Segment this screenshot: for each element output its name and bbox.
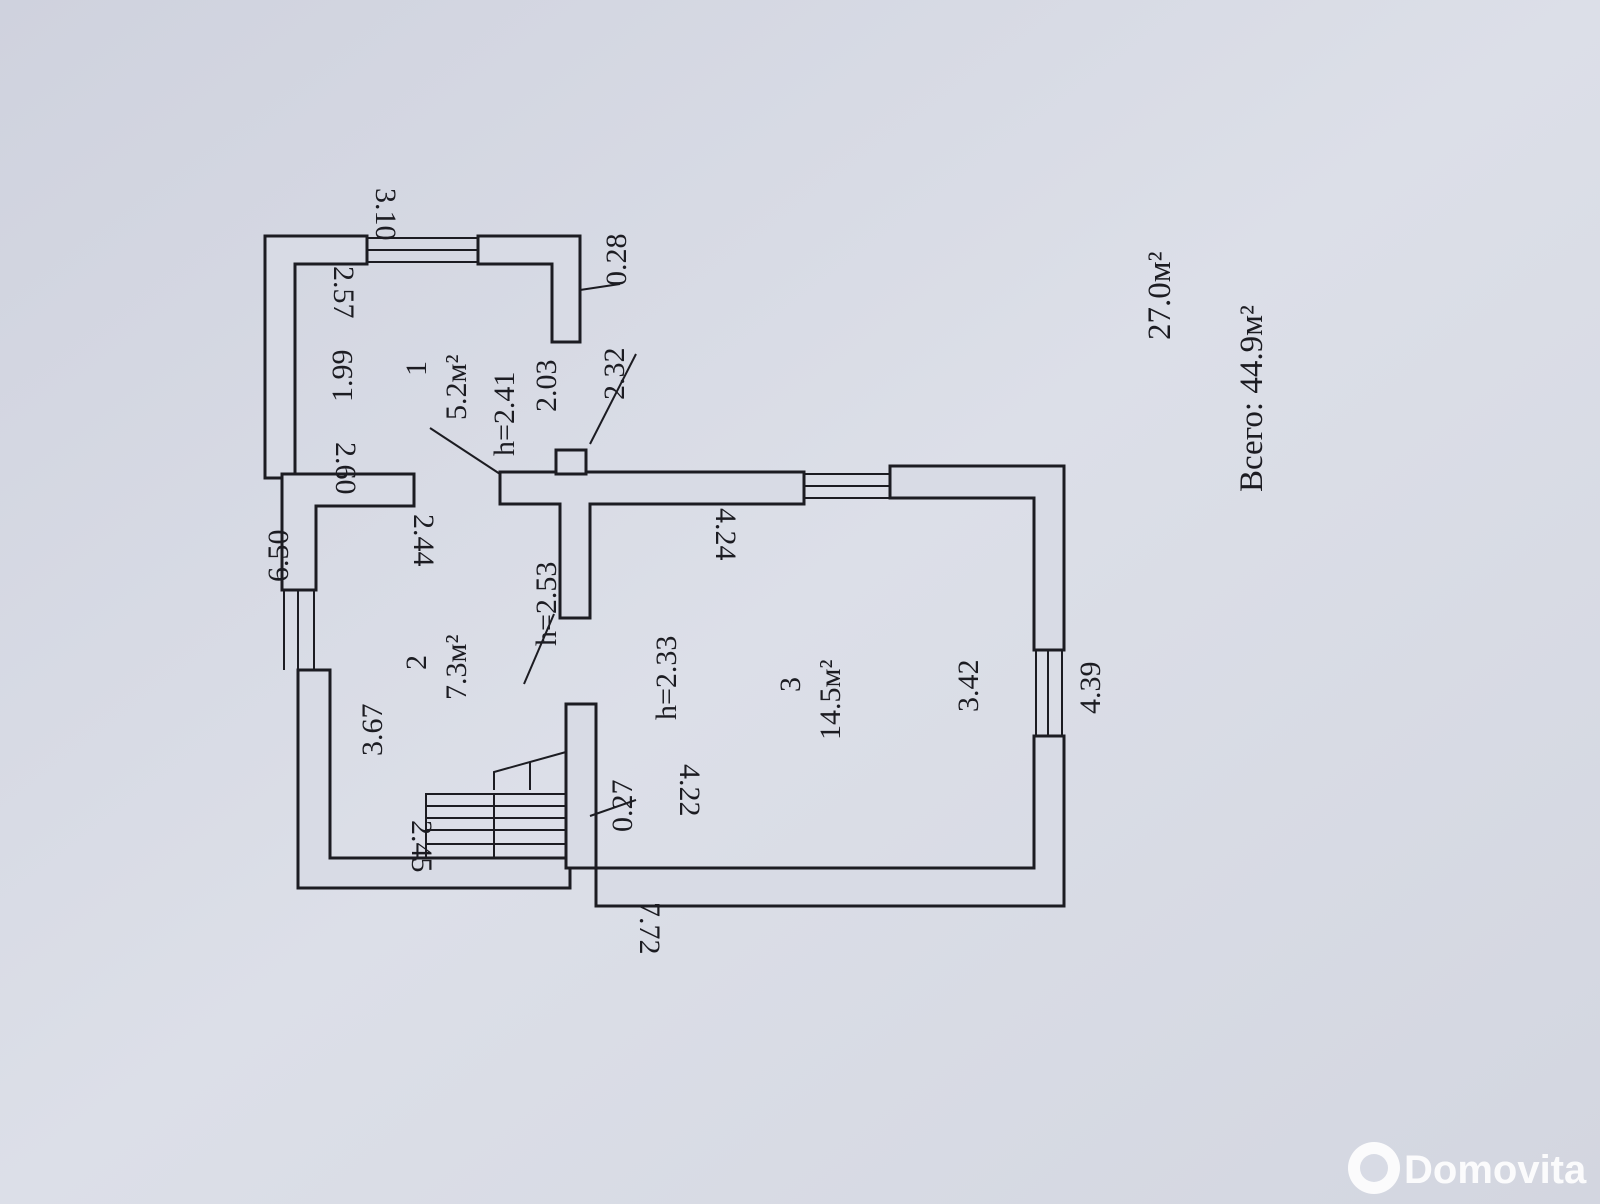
dim-2-45: 2.45 xyxy=(405,820,438,873)
outer-wall-left-upper xyxy=(263,234,369,480)
total-area: Всего: 44.9м² xyxy=(1234,305,1270,492)
dim-0-28: 0.28 xyxy=(600,234,633,287)
watermark-text: Domovita xyxy=(1404,1148,1587,1192)
outer-wall-left-lower xyxy=(280,472,416,592)
room-2-number: 2 xyxy=(400,655,433,670)
dim-4-24: 4.24 xyxy=(709,508,742,561)
outer-wall-room1-right xyxy=(476,234,582,344)
outer-wall-room3-bottom xyxy=(594,734,1066,908)
room-3-number: 3 xyxy=(774,677,807,692)
room-1-height: h=2.41 xyxy=(488,372,521,456)
room-2-area: 7.3м² xyxy=(440,635,473,700)
living-area-total: 27.0м² xyxy=(1142,251,1178,340)
room-1-number: 1 xyxy=(400,361,433,376)
labels: 6.50 3.67 1.99 2.57 3.10 0.28 1 5.2м² h=… xyxy=(262,188,1270,955)
windows xyxy=(283,237,1063,736)
dim-1-99: 1.99 xyxy=(326,350,359,403)
partition-wall-lower xyxy=(564,702,598,870)
dim-6-50: 6.50 xyxy=(262,530,295,583)
dim-2-03: 2.03 xyxy=(530,360,563,413)
dim-2-57: 2.57 xyxy=(327,266,360,319)
dim-7-72: 7.72 xyxy=(633,902,666,955)
room-1-area: 5.2м² xyxy=(440,355,473,420)
walls xyxy=(263,234,1066,908)
stairs xyxy=(425,751,567,859)
dim-4-39: 4.39 xyxy=(1074,662,1107,715)
dim-3-10: 3.10 xyxy=(369,188,402,241)
wall-stub xyxy=(554,448,588,476)
dim-0-27: 0.27 xyxy=(606,780,639,833)
dim-3-42: 3.42 xyxy=(952,660,985,713)
room-3-height: h=2.33 xyxy=(650,636,683,720)
dim-2-32: 2.32 xyxy=(598,348,631,401)
domovita-watermark: Domovita xyxy=(1348,1142,1587,1194)
dim-2-60: 2.60 xyxy=(329,442,362,495)
dim-4-22: 4.22 xyxy=(673,764,706,817)
room-2-height: h=2.53 xyxy=(530,562,563,646)
dim-2-44: 2.44 xyxy=(407,514,440,567)
leader-lines xyxy=(429,283,637,817)
dim-3-67: 3.67 xyxy=(356,704,389,757)
room-3-area: 14.5м² xyxy=(814,660,847,740)
partition-wall-vertical xyxy=(498,470,806,620)
